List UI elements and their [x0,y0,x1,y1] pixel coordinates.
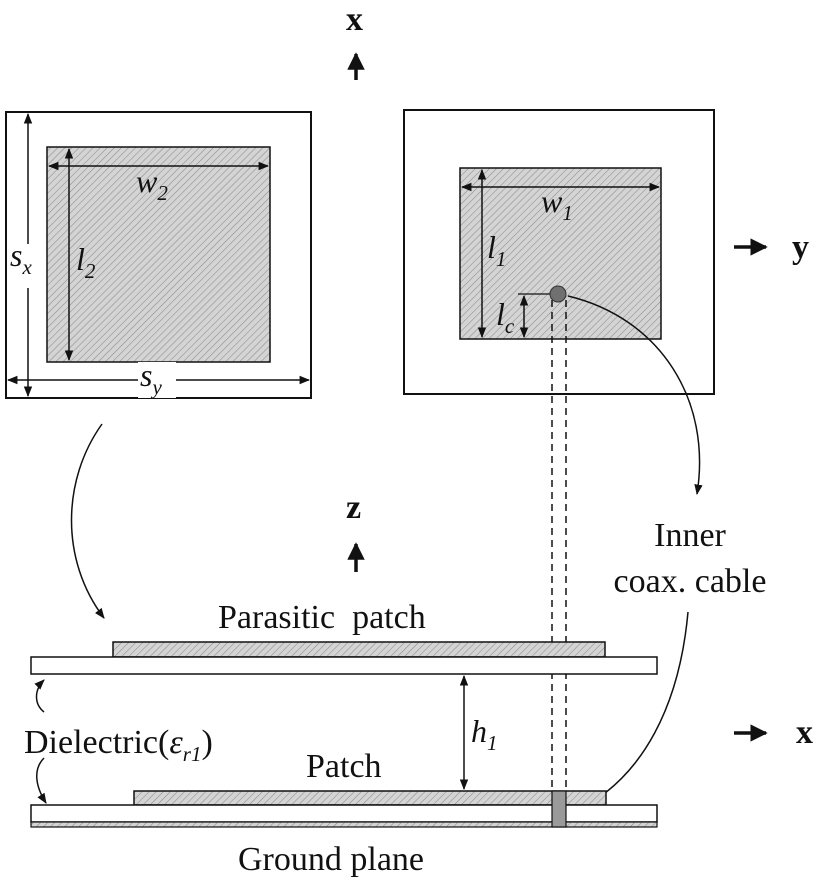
ground-plane-label: Ground plane [238,841,424,878]
arrow-dielectric-lower [36,757,47,804]
inner-coax-label-line1: Inner [654,517,726,554]
ground-plane-side [30,821,658,828]
axis-bottom-x: x [734,714,813,751]
sy-label: sy [140,357,162,399]
coax-probe-side [551,790,567,828]
axis-right-y: y [734,229,809,266]
arrow-probe-to-coax-label [567,295,703,496]
sx-label: sx [10,237,32,279]
lc-label: lc [496,296,515,338]
axis-bottom-x-label: x [796,714,813,751]
arrow-parasitic-to-side [70,423,105,619]
inner-coax-label-line2: coax. cable [614,563,767,600]
feed-probe-dot [549,285,567,303]
axis-top-x: x [346,1,365,80]
patch-label: Patch [306,748,382,785]
axis-right-y-label: y [792,229,809,266]
arrow-dielectric-upper [34,679,45,713]
l2-label: l2 [76,241,96,283]
parasitic-patch-label: Parasitic patch [218,599,426,636]
patch-top-view: w1 l1 lc [403,109,715,395]
coax-projection [551,300,567,806]
h1-label: h1 [471,713,498,755]
parasitic-patch-side [112,641,606,658]
dielectric-label: Dielectric(εr1) [24,724,213,766]
driven-patch-rect [459,167,662,340]
w1-label: w1 [541,183,573,225]
axis-top-x-label: x [346,1,363,38]
axis-mid-z-label: z [346,489,361,526]
side-view: Parasitic patch Patch Ground plane Diele… [24,517,766,878]
upper-substrate-side [30,656,658,675]
l1-label: l1 [487,229,506,271]
parasitic-top-view: sx sy w2 l2 [5,111,312,399]
w2-label: w2 [136,163,168,205]
axis-mid-z: z [346,489,365,572]
patch-side [133,790,607,806]
